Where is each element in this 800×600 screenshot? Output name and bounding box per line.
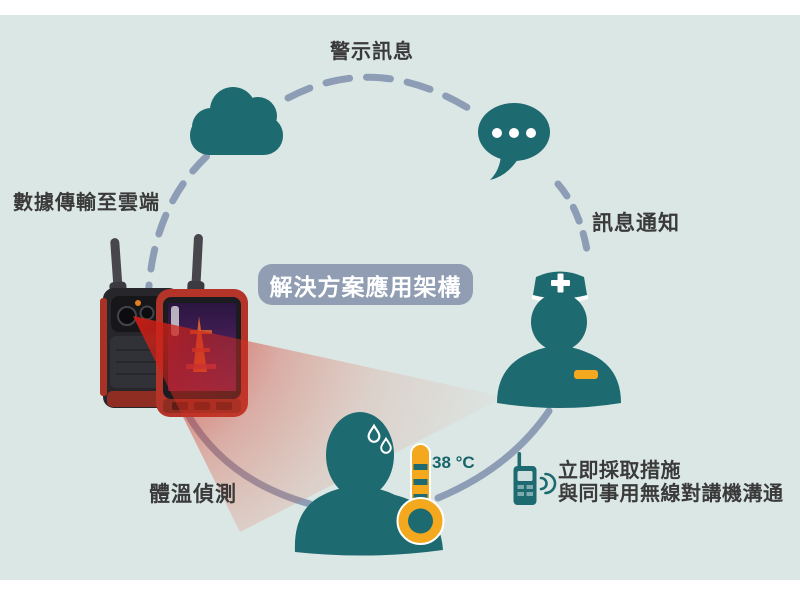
label-take-action-line2: 與同事用無線對講機溝通 — [558, 483, 784, 505]
arc-cloud-to-bubble — [284, 73, 472, 112]
sweat-drops-icon — [367, 423, 392, 454]
nurse-icon — [497, 271, 621, 408]
title-box: 解決方案應用架構 — [258, 264, 473, 305]
label-alert-message: 警示訊息 — [330, 41, 414, 63]
arc-bubble-to-nurse — [554, 180, 591, 254]
label-temperature-reading: 38 °C — [432, 453, 475, 472]
label-take-action: 立即採取措施 與同事用無線對講機溝通 — [558, 460, 784, 506]
title-box-label: 解決方案應用架構 — [269, 273, 462, 300]
label-temperature-detection: 體溫偵測 — [149, 483, 237, 506]
arc-nurse-to-patient — [434, 407, 553, 502]
thermal-beam — [133, 316, 505, 532]
speech-bubble-icon — [478, 103, 550, 180]
label-take-action-line1: 立即採取措施 — [558, 460, 681, 482]
label-data-to-cloud: 數據傳輸至雲端 — [13, 192, 160, 214]
label-message-notification: 訊息通知 — [592, 212, 680, 235]
thermal-rugged-phones-icon — [100, 234, 505, 532]
thermometer-icon — [396, 443, 445, 545]
walkie-talkie-icon — [513, 452, 557, 505]
nurse-badge — [574, 370, 598, 379]
arc-phone-to-cloud — [144, 152, 211, 309]
cloud-icon — [190, 87, 283, 155]
